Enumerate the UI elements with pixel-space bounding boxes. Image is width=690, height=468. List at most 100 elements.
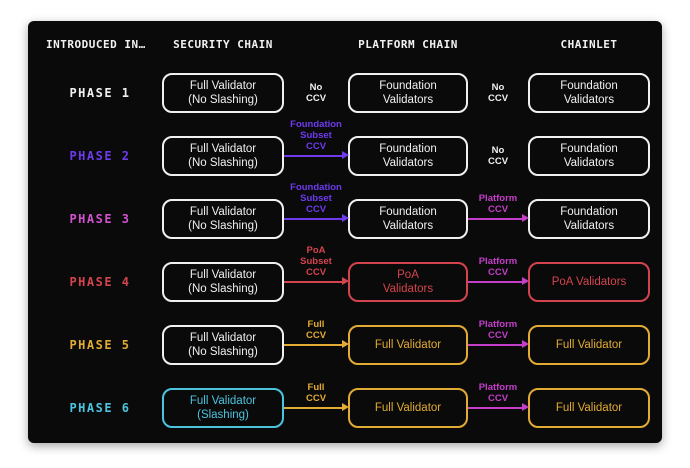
ccv-label-line: CCV [305,140,327,152]
box-line: Full Validator [189,79,257,92]
box-line: (No Slashing) [188,282,258,295]
box-line: (No Slashing) [188,219,258,232]
platform-chain-box: Full Validator [348,387,468,428]
ccv-label-line: Subset [300,129,332,141]
security-chain-box: Full Validator(No Slashing) [162,261,284,302]
platform-chain-box: Full Validator [348,324,468,365]
arrow-head-icon [342,214,349,222]
platform-chain-box-cell: Full Validator [348,387,468,428]
box-line: Validators [563,219,615,232]
box-line: Full Validator [189,205,257,218]
ccv-label-line: CCV [305,329,327,341]
header-platform-chain: PLATFORM CHAIN [358,37,458,51]
arrow-line [468,217,526,220]
table-header: INTRODUCED IN… SECURITY CHAIN PLATFORM C… [28,27,662,61]
box-line: PoA [397,268,419,281]
header-security-chain: SECURITY CHAIN [173,37,273,51]
box-line: Full Validator [555,401,623,414]
chainlet-box: PoA Validators [528,261,650,302]
box-line: (No Slashing) [188,156,258,169]
box-line: Validators [382,156,434,169]
security-chain-box: Full Validator(No Slashing) [162,198,284,239]
ccv-label-line: CCV [305,392,327,404]
header-introduced-in: INTRODUCED IN… [46,37,146,51]
arrow-line [468,280,526,283]
phase-diagram-panel: INTRODUCED IN… SECURITY CHAIN PLATFORM C… [28,21,662,443]
box-line: Foundation [560,205,618,218]
ccv-label-line: PoA [306,244,326,256]
box-line: Full Validator [374,401,442,414]
arrow-head-icon [522,214,529,222]
arrow-head-icon [342,277,349,285]
ccv-label-line: CCV [305,92,327,104]
phase-label: PHASE 6 [69,400,131,415]
ccv-label-line: Foundation [290,181,342,193]
header-chainlet: CHAINLET [560,37,618,51]
arrow-head-icon [342,403,349,411]
box-line: Validators [563,156,615,169]
box-line: Validators [382,93,434,106]
arrow-head-icon [522,403,529,411]
box-line: Foundation [379,205,437,218]
ccv-label-line: No [491,144,505,156]
box-line: Full Validator [189,331,257,344]
arrow-line [284,280,346,283]
arrow-line [284,406,346,409]
ccv-label-line: Platform [478,192,518,204]
box-line: Foundation [560,79,618,92]
box-line: Full Validator [189,268,257,281]
arrow-line [468,406,526,409]
arrow-line [284,154,346,157]
phase-label: PHASE 3 [69,211,131,226]
security-chain-box-cell: Full Validator(Slashing) [162,387,284,428]
ccv-label-line: CCV [487,155,509,167]
chainlet-box-cell: Full Validator [528,387,650,428]
phase-label: PHASE 5 [69,337,131,352]
ccv-label-line: CCV [487,92,509,104]
box-line: PoA Validators [551,275,627,288]
ccv-label-line: CCV [305,266,327,278]
ccv-label-line: Subset [300,255,332,267]
arrow-head-icon [342,340,349,348]
ccv-label-line: Full [307,318,325,330]
box-line: (No Slashing) [188,345,258,358]
ccv-label-line: Platform [478,318,518,330]
security-chain-box: Full Validator(No Slashing) [162,324,284,365]
arrow-head-icon [522,277,529,285]
security-chain-box: Full Validator(No Slashing) [162,72,284,113]
box-line: Validators [382,282,434,295]
box-line: Full Validator [555,338,623,351]
arrow-line [284,217,346,220]
chainlet-box-cell: Full Validator [528,324,650,365]
security-chain-box-cell: Full Validator(No Slashing) [162,135,284,176]
ccv-label-line: Foundation [290,118,342,130]
ccv-label-line: Platform [478,255,518,267]
ccv-label-line: Full [307,381,325,393]
